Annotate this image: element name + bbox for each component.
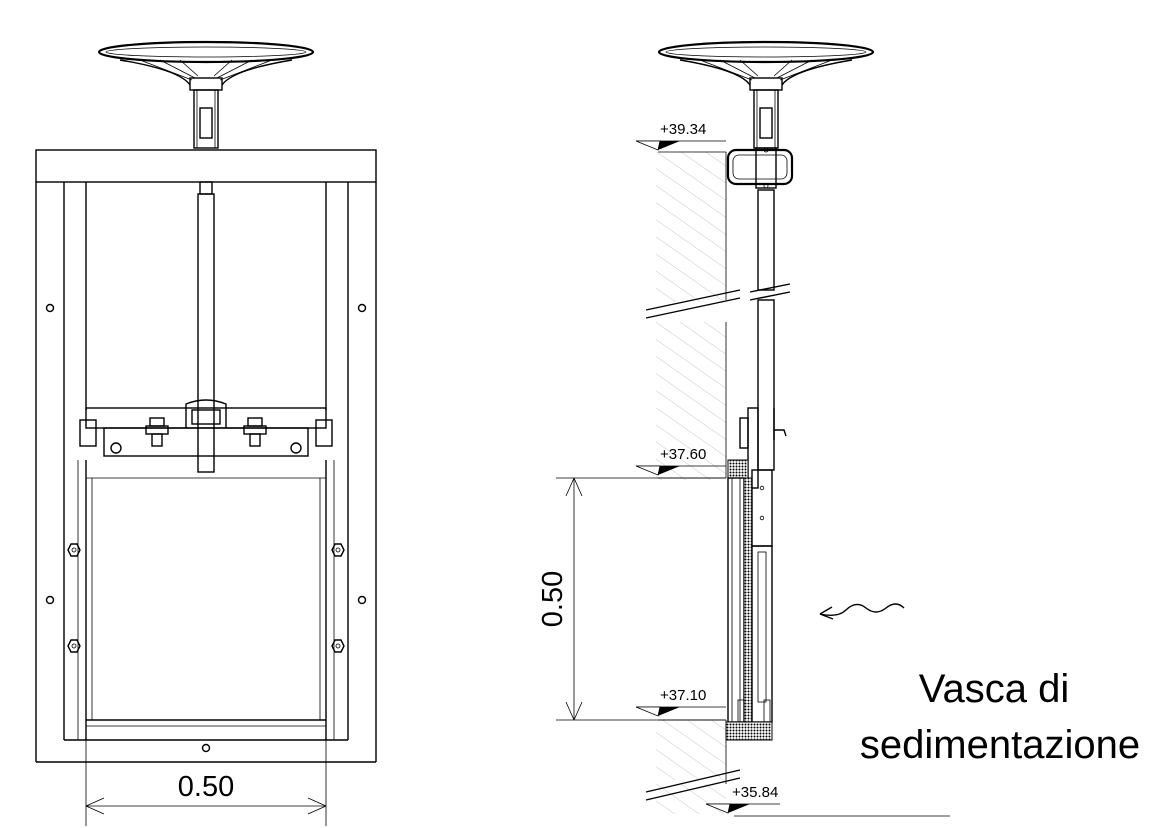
tank-label: Vasca di sedimentazione	[860, 667, 1140, 767]
handwheel-front	[97, 40, 315, 91]
top-beam	[35, 149, 377, 183]
outer-frame	[35, 182, 377, 763]
handwheel-side	[657, 40, 875, 91]
level-marker-4: +35.84	[705, 784, 780, 814]
tank-label-line-1: Vasca di	[919, 667, 1069, 711]
side-view: +39.34 +37.60 +37.10 +35.84	[537, 40, 950, 817]
level-marker-2: +37.60	[635, 446, 726, 476]
spindle-housing-front	[193, 89, 219, 149]
level-marker-3: +37.10	[635, 687, 726, 717]
spindle-housing-side	[753, 89, 779, 149]
frame-bolts	[45, 303, 367, 753]
flow-arrow-icon	[819, 603, 905, 620]
level-label-1: +39.34	[660, 121, 706, 138]
gate-crossbar	[79, 399, 333, 457]
gate-stem-front	[197, 181, 215, 473]
height-dimension-label: 0.50	[537, 571, 569, 627]
gate-guide-side	[725, 407, 787, 741]
level-label-3: +37.10	[660, 687, 706, 704]
wall-section	[645, 151, 950, 817]
clamp-bracket	[726, 147, 794, 189]
level-label-2: +37.60	[660, 446, 706, 463]
level-markers: +39.34 +37.60 +37.10 +35.84	[635, 121, 780, 814]
width-dimension-label: 0.50	[178, 771, 234, 803]
width-dimension: 0.50	[85, 740, 327, 826]
height-dimension: 0.50	[537, 477, 726, 721]
front-view: 0.50	[35, 40, 377, 826]
level-marker-1: +39.34	[635, 121, 726, 151]
gate-stem-side	[757, 189, 775, 471]
level-label-4: +35.84	[732, 784, 778, 801]
tank-label-line-2: sedimentazione	[860, 723, 1140, 767]
crossbar-bolts	[145, 417, 267, 447]
